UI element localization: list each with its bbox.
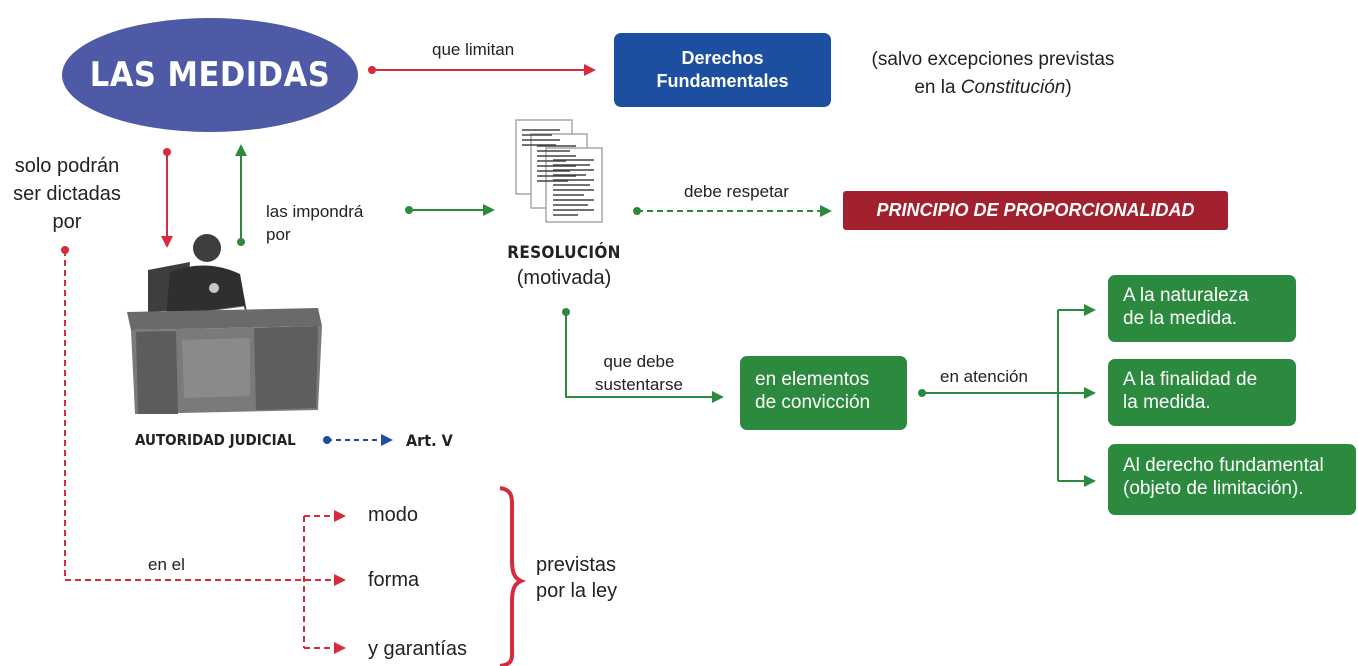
elementos-line-2: de convicción [755,392,871,413]
salvo-line-1: (salvo excepciones previstas [871,49,1115,70]
mode-modo: modo [368,504,419,526]
document-icon [515,119,603,223]
previstas-line-1: previstas [536,554,617,576]
naturaleza-line-2: de la medida. [1123,308,1238,329]
mode-garantias: y garantías [368,638,467,660]
solo-podran-line-1: solo podrán [14,155,120,177]
judge-icon [127,234,322,414]
edge-label-en-el: en el [148,555,185,574]
principio-label: PRINCIPIO DE PROPORCIONALIDAD [876,200,1195,220]
arrow-debe-respetar [633,205,832,217]
que-debe-line-1: que debe [603,352,675,371]
naturaleza-line-1: A la naturaleza [1123,285,1249,306]
elementos-line-1: en elementos [755,369,870,390]
previstas-por-la-ley-label: previstas por la ley [536,552,617,604]
salvo-suffix: ) [1065,77,1072,98]
edge-label-debe-respetar: debe respetar [684,182,789,201]
arrow-en-atencion [918,304,1096,487]
attention-item-finalidad: A la finalidad de la medida. [1108,359,1296,426]
arrow-up-to-medidas [235,144,247,246]
resolucion-node: RESOLUCIÓN (motivada) [494,242,634,290]
derecho-line-1: Al derecho fundamental [1123,455,1324,476]
que-debe-line-2: sustentarse [595,375,683,394]
arrow-impondra [405,204,495,216]
salvo-excepciones-note: (salvo excepciones previstas en la Const… [848,46,1138,102]
las-impondra-line-1: las impondrá [266,202,364,221]
arrow-limitan [368,64,596,76]
arrow-sustentarse [562,308,724,403]
las-impondra-line-2: por [266,225,291,244]
finalidad-line-2: la medida. [1123,392,1211,413]
las-medidas-node: LAS MEDIDAS [62,18,358,132]
attention-item-derecho-fundamental: Al derecho fundamental (objeto de limita… [1108,444,1356,515]
las-impondra-label: las impondrá por [266,200,363,246]
resolucion-title: RESOLUCIÓN [507,243,621,263]
edge-label-que-limitan: que limitan [432,40,515,59]
art-v-label: Art. V [406,431,453,450]
salvo-italic: Constitución [960,77,1066,98]
mode-forma: forma [368,569,420,591]
resolucion-subtitle: (motivada) [516,267,612,289]
derechos-line-1: Derechos [681,48,764,68]
las-medidas-label: LAS MEDIDAS [89,55,331,95]
solo-podran-line-2: ser dictadas [13,183,121,205]
previstas-line-2: por la ley [536,580,618,602]
arrow-art-v [323,434,393,446]
derechos-fundamentales-node: Derechos Fundamentales [614,33,831,107]
solo-podran-line-3: por [52,211,82,233]
derechos-line-2: Fundamentales [656,71,789,91]
derecho-line-2: (objeto de limitación). [1123,478,1304,499]
curly-brace [499,486,527,666]
elementos-conviccion-node: en elementos de convicción [740,356,907,430]
edge-label-en-atencion: en atención [940,367,1028,386]
salvo-prefix: en la [914,77,961,98]
salvo-line-2: en la Constitución) [848,74,1138,102]
finalidad-line-1: A la finalidad de [1123,369,1258,390]
que-debe-sustentarse-label: que debe sustentarse [584,350,694,396]
arrow-down-to-authority [161,148,173,248]
principio-proporcionalidad-node: PRINCIPIO DE PROPORCIONALIDAD [843,191,1228,230]
autoridad-judicial-label: AUTORIDAD JUDICIAL [135,431,296,449]
attention-item-naturaleza: A la naturaleza de la medida. [1108,275,1296,342]
arrow-en-el [61,246,346,654]
solo-podran-label: solo podrán ser dictadas por [5,152,129,236]
